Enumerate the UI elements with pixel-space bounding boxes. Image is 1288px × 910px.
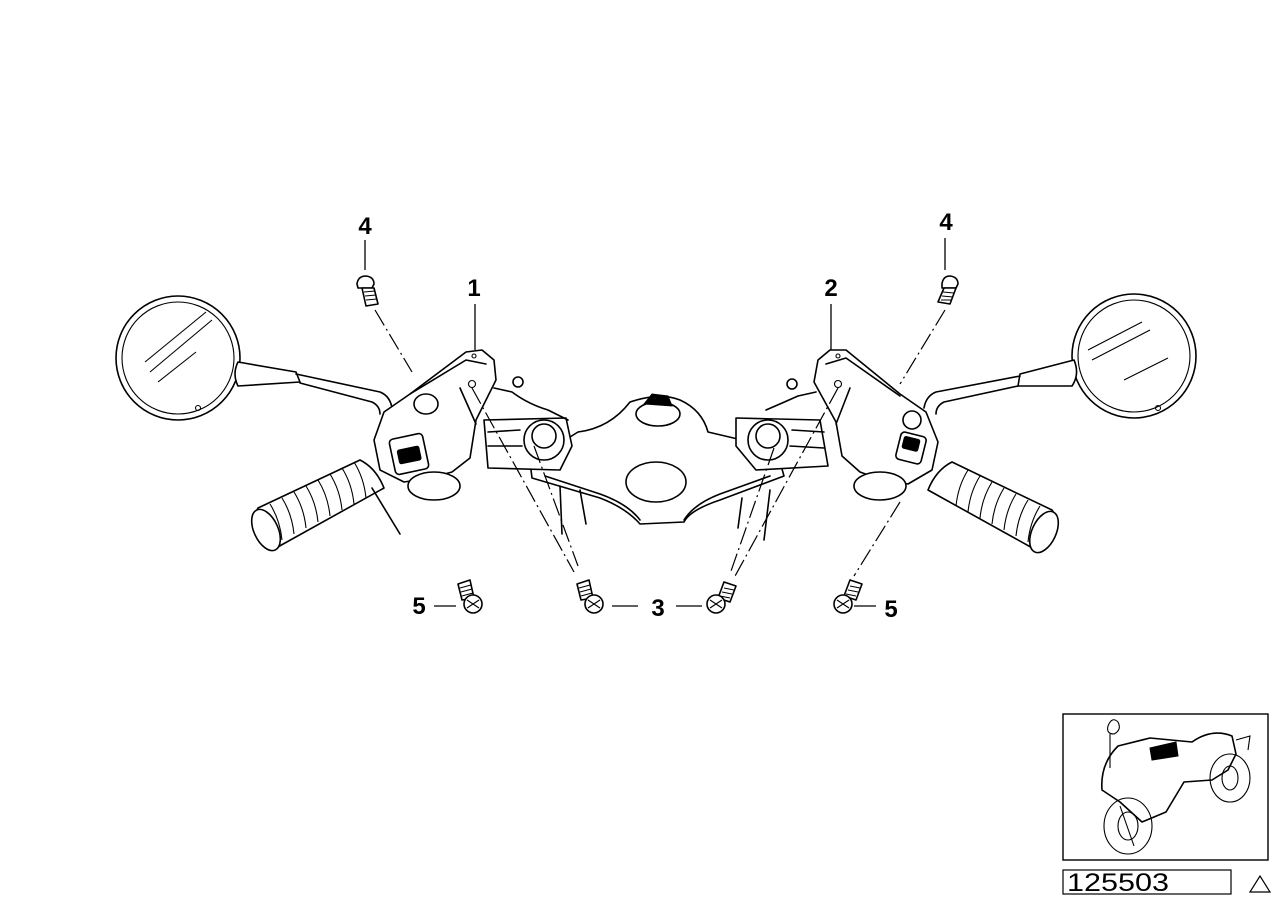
callout-5-left: 5 (412, 593, 425, 620)
callout-4-left: 4 (358, 213, 372, 240)
callout-2: 2 (824, 275, 837, 302)
left-grip (250, 459, 401, 552)
callout-3: 3 (651, 595, 664, 622)
triangle-icon (1248, 874, 1272, 893)
motorcycle-thumbnail-icon (1062, 713, 1269, 861)
right-mirror (923, 293, 1197, 419)
reference-number: 125503 (1067, 869, 1169, 897)
top-yoke (483, 393, 829, 541)
callout-4-right: 4 (939, 209, 953, 236)
screw-4-left (356, 275, 379, 307)
left-mirror (115, 295, 393, 421)
right-switch-unit (765, 349, 939, 501)
leader-lines (364, 238, 946, 607)
screw-3-left (576, 579, 604, 614)
right-grip (927, 461, 1060, 554)
reference-box (1062, 869, 1232, 895)
screw-4-right (937, 275, 959, 305)
callout-5-right: 5 (884, 596, 897, 623)
callout-1: 1 (467, 275, 480, 302)
screw-5-left (457, 579, 483, 614)
screw-3-right (706, 581, 737, 614)
left-switch-unit (373, 349, 569, 501)
screw-5-right (833, 579, 863, 614)
